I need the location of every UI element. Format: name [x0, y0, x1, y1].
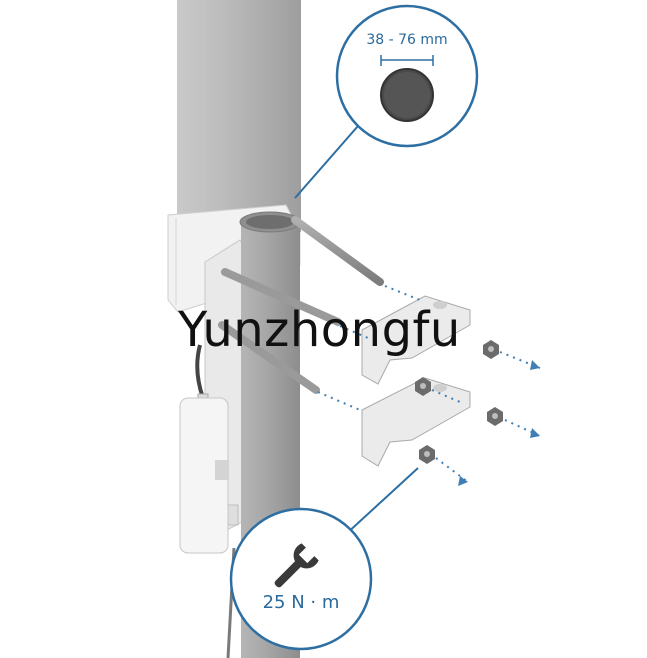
nut-1: [483, 340, 499, 359]
pipe-cross-section-icon: [380, 68, 434, 122]
antenna-pole: [177, 0, 301, 232]
pipe-diameter-label: 38 - 76 mm: [366, 32, 447, 48]
nut-3: [487, 407, 503, 426]
torque-callout: 25 N · m: [229, 467, 419, 651]
arrow-heads: [458, 360, 540, 486]
wrench-icon: [274, 543, 319, 588]
nut-2: [415, 377, 431, 396]
watermark-text: Yunzhongfu: [178, 302, 461, 358]
radio-device: [179, 344, 229, 554]
threaded-rods: [218, 216, 384, 394]
torque-label: 25 N · m: [263, 592, 340, 613]
pipe-diameter-callout: 38 - 76 mm: [294, 4, 479, 199]
nuts: [415, 340, 503, 464]
v-bracket-lower: [361, 377, 471, 467]
v-bracket-upper: [361, 295, 471, 385]
nut-4: [419, 445, 435, 464]
